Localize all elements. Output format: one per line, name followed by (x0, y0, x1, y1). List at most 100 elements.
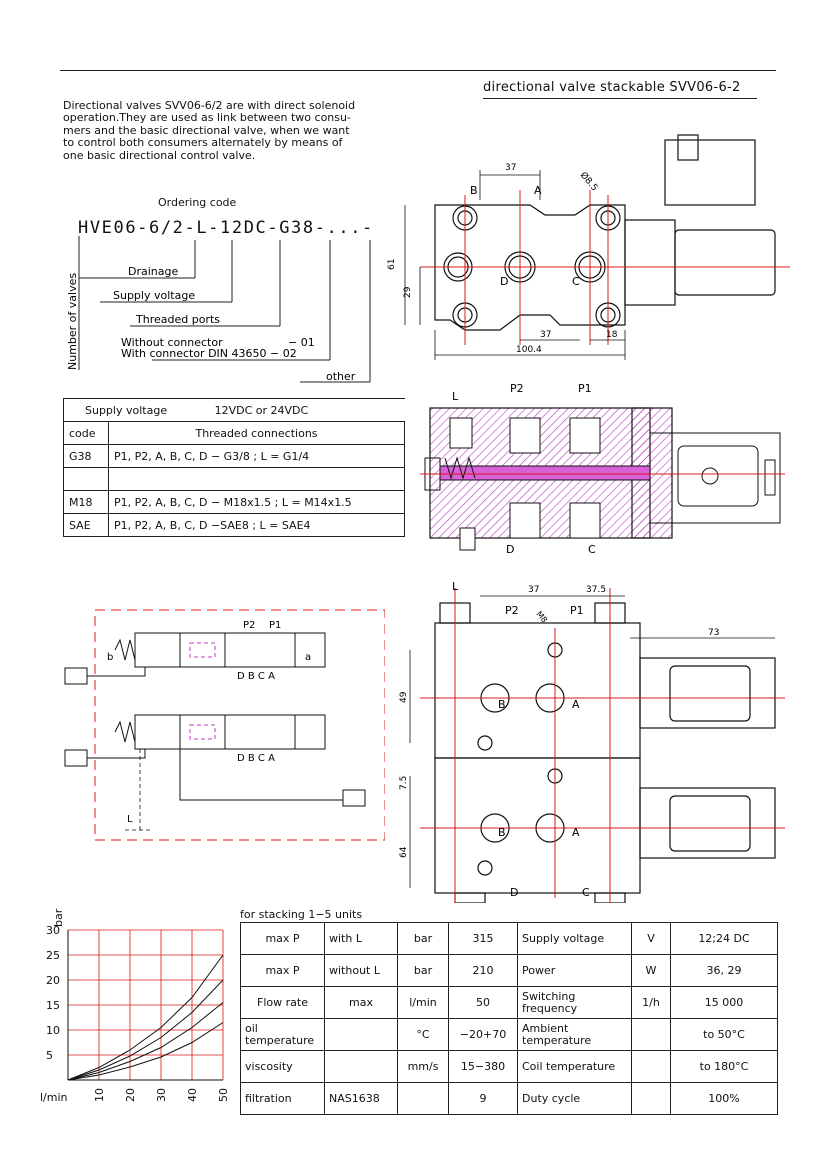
chart-x-tick-label: 40 (186, 1088, 199, 1102)
chart-x-tick-label: 50 (217, 1088, 230, 1102)
spec-cell: to 180°C (670, 1050, 778, 1083)
section-port-p1: P1 (578, 382, 592, 395)
dim-37b: 37 (540, 330, 551, 340)
intro-line: operation.They are used as link between … (63, 111, 351, 125)
stack-b: B (498, 698, 506, 711)
chart-series-line (67, 1002, 224, 1081)
stack-dim-37-5: 37.5 (586, 585, 606, 595)
table-row: filtration NAS1638 9 Duty cycle 100% (240, 1082, 778, 1115)
chart-y-tick-label: 30 (46, 924, 60, 937)
title-underline (483, 98, 757, 99)
spec-cell: Power (517, 954, 632, 987)
spec-cell: °C (397, 1018, 449, 1051)
spec-cell: Switching frequency (517, 986, 632, 1019)
section-port-d: D (506, 543, 514, 556)
intro-line: Directional valves SVV06-6/2 are with di… (63, 99, 356, 112)
spec-cell: max P (240, 922, 325, 955)
section-port-p2: P2 (510, 382, 524, 395)
spec-cell: W (631, 954, 671, 987)
chart-series-line (67, 954, 224, 1081)
spec-cell: −20+70 (448, 1018, 518, 1051)
spec-cell: 1/h (631, 986, 671, 1019)
spec-cell: NAS1638 (324, 1082, 398, 1115)
ordering-code: HVE06-6/2-L-12DC-G38-...- (78, 218, 374, 238)
table-row: viscosity mm/s 15−380 Coil temperature t… (240, 1050, 778, 1083)
spec-cell: to 50°C (670, 1018, 778, 1051)
spec-cell (397, 1082, 449, 1115)
intro-text: Directional valves SVV06-6/2 are with di… (63, 99, 393, 162)
dim-37: 37 (505, 163, 516, 173)
spec-cell: 315 (448, 922, 518, 955)
port-c-label: C (572, 275, 580, 288)
spec-cell: viscosity (240, 1050, 325, 1083)
table-row: M18 P1, P2, A, B, C, D − M18x1.5 ; L = M… (63, 490, 405, 514)
chart-series-line (67, 1022, 224, 1081)
spec-cell: 15−380 (448, 1050, 518, 1083)
intro-line: to control both consumers alternately by… (63, 136, 343, 150)
supply-voltage-label: Supply voltage (113, 289, 195, 302)
schematic-dbca: D B C A (237, 671, 275, 682)
spec-table: max P with L bar 315 Supply voltage V 12… (240, 922, 778, 1115)
header-rule (60, 70, 776, 71)
ordering-title: Ordering code (158, 196, 237, 209)
intro-line: mers and the basic directional valve, wh… (63, 123, 350, 137)
port-d-label: D (500, 275, 508, 288)
table-row: SAE P1, P2, A, B, C, D −SAE8 ; L = SAE4 (63, 513, 405, 537)
chart-y-tick-label: 15 (46, 999, 60, 1012)
spec-cell: filtration (240, 1082, 325, 1115)
spec-cell: V (631, 922, 671, 955)
chart-x-tick-label: 10 (93, 1088, 106, 1102)
stack-c: C (582, 886, 590, 899)
spec-cell (324, 1050, 398, 1083)
spec-cell (631, 1018, 671, 1051)
spec-cell: 100% (670, 1082, 778, 1115)
table-row: max P without L bar 210 Power W 36, 29 (240, 954, 778, 987)
stack-dim-37: 37 (528, 585, 539, 595)
without-connector-label: Without connector (121, 336, 223, 349)
spec-cell: bar (397, 922, 449, 955)
spec-cell: 15 000 (670, 986, 778, 1019)
stack-m8: M8 (534, 610, 549, 625)
chart-x-tick-label: 30 (155, 1088, 168, 1102)
spec-cell: Flow rate (240, 986, 325, 1019)
stack-a: A (572, 698, 580, 711)
stack-d: D (510, 886, 518, 899)
schematic-p2: P2 (243, 620, 255, 631)
port-a-label: A (534, 184, 542, 197)
table-row: oil temperature °C −20+70 Ambient temper… (240, 1018, 778, 1051)
section-port-l: L (452, 390, 459, 403)
stack-l: L (452, 580, 459, 593)
stack-dim-7-5: 7.5 (399, 776, 409, 790)
table-row: max P with L bar 315 Supply voltage V 12… (240, 922, 778, 955)
chart-y-tick-label: 20 (46, 974, 60, 987)
spec-cell (631, 1082, 671, 1115)
table-row: Flow rate max l/min 50 Switching frequen… (240, 986, 778, 1019)
table-row: code Threaded connections (63, 421, 405, 445)
other-label: other (326, 370, 356, 383)
spec-cell: 36, 29 (670, 954, 778, 987)
spec-cell: Duty cycle (517, 1082, 632, 1115)
col-code: code (63, 421, 109, 445)
table-row: G38 P1, P2, A, B, C, D − G3/8 ; L = G1/4 (63, 444, 405, 468)
chart-y-tick-label: 10 (46, 1024, 60, 1037)
chart-y-label: bar (52, 908, 65, 927)
dim-100-4: 100.4 (516, 345, 542, 355)
chart-y-tick-label: 25 (46, 949, 60, 962)
stack-dim-49: 49 (399, 691, 409, 703)
table-row (63, 467, 405, 491)
dim-61: 61 (387, 259, 397, 270)
hydraulic-schematic: P2 P1 b a D B C A D B C A L (64, 609, 385, 841)
supply-value: 12VDC or 24VDC (214, 403, 309, 417)
page-title: directional valve stackable SVV06-6-2 (483, 80, 741, 95)
schematic-dbca-2: D B C A (237, 753, 275, 764)
row-desc (108, 467, 405, 491)
spec-cell: bar (397, 954, 449, 987)
stack-p1: P1 (570, 604, 584, 617)
drainage-label: Drainage (128, 265, 178, 278)
stack-b-2: B (498, 826, 506, 839)
col-threads: Threaded connections (108, 421, 405, 445)
spec-cell: with L (324, 922, 398, 955)
row-code: G38 (63, 444, 109, 468)
supply-label: Supply voltage (85, 403, 168, 417)
row-code (63, 467, 109, 491)
